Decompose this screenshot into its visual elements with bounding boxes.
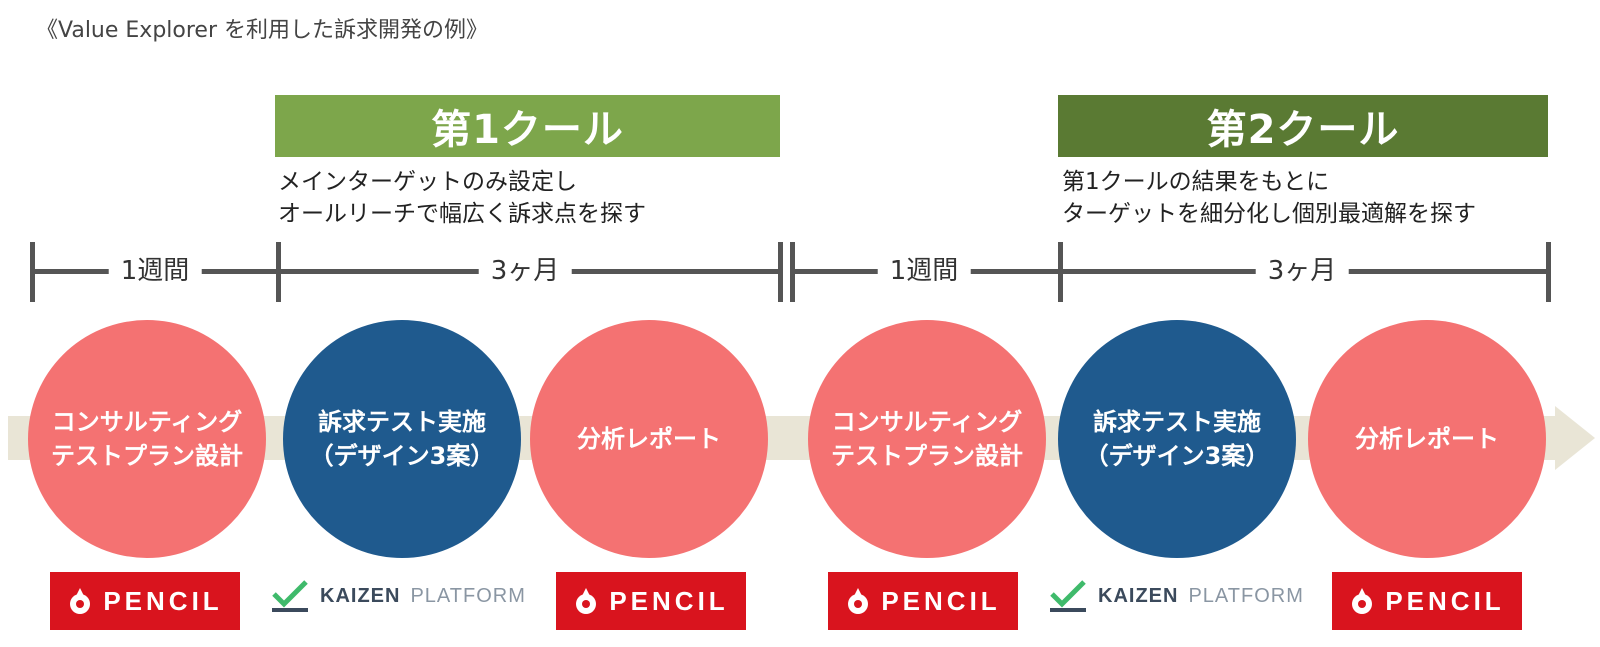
kaizen-logo-text-b: PLATFORM xyxy=(410,584,526,607)
kaizen-platform-logo: KAIZEN PLATFORM xyxy=(1048,578,1304,614)
kaizen-logo-text-a: KAIZEN xyxy=(1098,584,1179,607)
timeline-tick xyxy=(1546,242,1551,302)
pencil-logo: PENCIL xyxy=(556,572,746,630)
step-2-line-2: （デザイン3案） xyxy=(309,442,495,470)
pencil-logo-text: PENCIL xyxy=(609,585,729,616)
step-1-line-1: コンサルティング xyxy=(51,408,243,436)
step-circle-test-1: 訴求テスト実施 （デザイン3案） xyxy=(283,320,521,558)
cool-2-description: 第1クールの結果をもとに ターゲットを細分化し個別最適解を探す xyxy=(1062,166,1476,230)
step-6-line-1: 分析レポート xyxy=(1355,425,1499,453)
cool-2-banner: 第2クール xyxy=(1058,95,1548,157)
cool-1-desc-line-1: メインターゲットのみ設定し xyxy=(278,169,577,195)
kaizen-logo-text-b: PLATFORM xyxy=(1188,584,1304,607)
kaizen-platform-logo: KAIZEN PLATFORM xyxy=(270,578,526,614)
step-circle-report-2: 分析レポート xyxy=(1308,320,1546,558)
step-1-line-2: テストプラン設計 xyxy=(51,442,243,470)
diagram-title: 《Value Explorer を利用した訴求開発の例》 xyxy=(36,18,489,43)
timeline-label-1: 1週間 xyxy=(108,254,202,288)
timeline-tick xyxy=(790,242,795,302)
cool-2-desc-line-2: ターゲットを細分化し個別最適解を探す xyxy=(1062,201,1476,227)
timeline-label-4: 3ヶ月 xyxy=(1255,254,1349,288)
timeline-line-1 xyxy=(30,269,783,274)
timeline-label-2: 3ヶ月 xyxy=(478,254,572,288)
step-circle-consulting-2: コンサルティング テストプラン設計 xyxy=(808,320,1046,558)
cool-2-desc-line-1: 第1クールの結果をもとに xyxy=(1062,169,1330,195)
cool-1-banner: 第1クール xyxy=(275,95,780,157)
pencil-logo-text: PENCIL xyxy=(1385,585,1505,616)
step-circle-report-1: 分析レポート xyxy=(530,320,768,558)
step-circle-test-2: 訴求テスト実施 （デザイン3案） xyxy=(1058,320,1296,558)
timeline-line-2 xyxy=(795,269,1550,274)
pencil-logo: PENCIL xyxy=(50,572,240,630)
pencil-logo-icon xyxy=(1352,588,1373,614)
kaizen-check-icon xyxy=(272,580,308,612)
timeline-label-3: 1週間 xyxy=(877,254,971,288)
step-4-line-2: テストプラン設計 xyxy=(831,442,1023,470)
pencil-logo-icon xyxy=(576,588,597,614)
pencil-logo-icon xyxy=(70,588,91,614)
pencil-logo-text: PENCIL xyxy=(103,585,223,616)
kaizen-check-icon xyxy=(1050,580,1086,612)
process-arrow-head xyxy=(1555,406,1595,470)
cool-1-desc-line-2: オールリーチで幅広く訴求点を探す xyxy=(278,201,646,227)
step-5-line-1: 訴求テスト実施 xyxy=(1092,408,1261,436)
timeline-tick xyxy=(1058,242,1063,302)
step-2-line-1: 訴求テスト実施 xyxy=(317,408,486,436)
pencil-logo: PENCIL xyxy=(828,572,1018,630)
pencil-logo: PENCIL xyxy=(1332,572,1522,630)
pencil-logo-text: PENCIL xyxy=(881,585,1001,616)
timeline-tick xyxy=(30,242,35,302)
step-5-line-2: （デザイン3案） xyxy=(1084,442,1270,470)
step-circle-consulting-1: コンサルティング テストプラン設計 xyxy=(28,320,266,558)
timeline-tick xyxy=(778,242,783,302)
cool-1-description: メインターゲットのみ設定し オールリーチで幅広く訴求点を探す xyxy=(278,166,646,230)
pencil-logo-icon xyxy=(848,588,869,614)
step-3-line-1: 分析レポート xyxy=(577,425,721,453)
kaizen-logo-text-a: KAIZEN xyxy=(320,584,401,607)
process-arrow-band xyxy=(8,416,1558,460)
step-4-line-1: コンサルティング xyxy=(831,408,1023,436)
timeline-tick xyxy=(276,242,281,302)
